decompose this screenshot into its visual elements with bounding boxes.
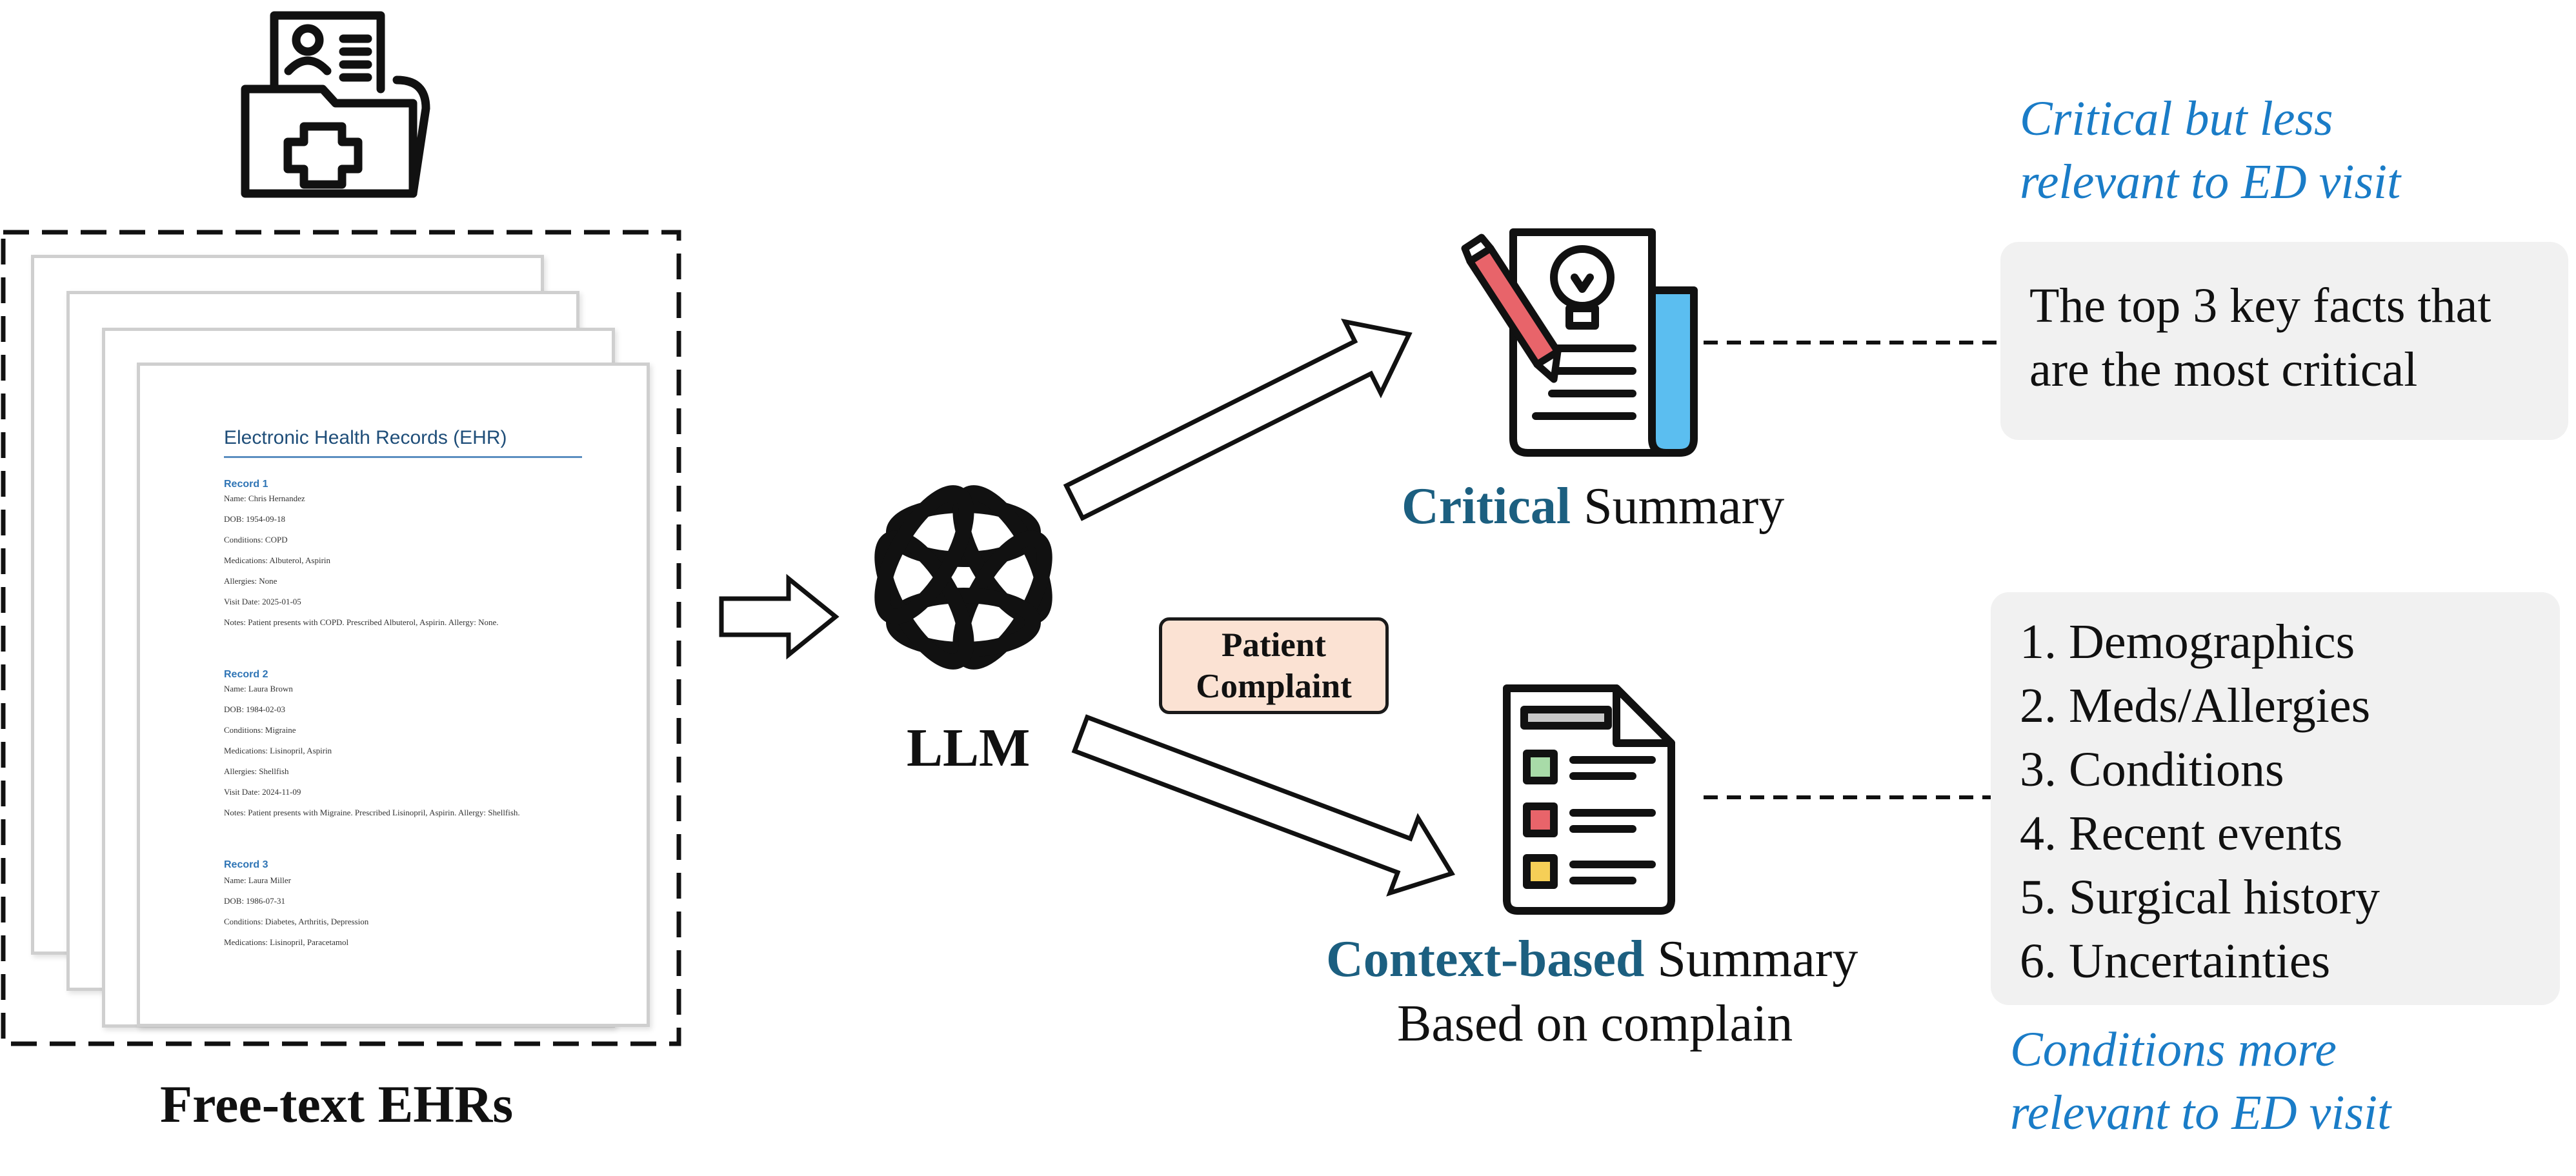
context-item: 2. Meds/Allergies bbox=[2020, 679, 2371, 733]
record-line: DOB: 1954-09-18 bbox=[224, 514, 285, 524]
llm-label: LLM bbox=[907, 718, 1031, 778]
record-line: Name: Laura Miller bbox=[224, 875, 291, 885]
critical-summary-rest: Summary bbox=[1571, 478, 1785, 535]
record-line: Medications: Albuterol, Aspirin bbox=[224, 555, 331, 565]
context-summary-caption: Context-based Summary bbox=[1326, 927, 1858, 992]
record-line: Allergies: Shellfish bbox=[224, 766, 289, 776]
record-line: Conditions: COPD bbox=[224, 535, 288, 544]
record-heading: Record 1 bbox=[224, 479, 268, 490]
ehr-dashed-frame bbox=[1, 230, 681, 1046]
record-line: Medications: Lisinopril, Aspirin bbox=[224, 746, 332, 755]
input-arrow bbox=[719, 573, 840, 660]
patient-complaint-label: Patient Complaint bbox=[1196, 626, 1352, 705]
context-summary-accent: Context-based bbox=[1326, 931, 1645, 988]
record-line: Notes: Patient presents with COPD. Presc… bbox=[224, 617, 499, 627]
context-note: Conditions more relevant to ED visit bbox=[2010, 1018, 2391, 1144]
checklist-document-icon bbox=[1503, 684, 1675, 915]
ehr-page-front: Electronic Health Records (EHR) Record 1… bbox=[137, 363, 650, 1027]
context-item: 6. Uncertainties bbox=[2020, 934, 2331, 988]
record-heading: Record 2 bbox=[224, 669, 268, 680]
context-note-line1: Conditions more bbox=[2010, 1022, 2337, 1077]
critical-note-line2: relevant to ED visit bbox=[2020, 155, 2401, 209]
patient-complaint-box: Patient Complaint bbox=[1159, 617, 1389, 714]
idea-document-icon bbox=[1509, 228, 1698, 457]
context-items-box: 1. Demographics 2. Meds/Allergies 3. Con… bbox=[1991, 592, 2560, 1005]
critical-key-facts-box: The top 3 key facts that are the most cr… bbox=[2000, 242, 2568, 440]
ehr-caption: Free-text EHRs bbox=[160, 1075, 514, 1133]
context-item: 4. Recent events bbox=[2020, 806, 2343, 861]
record-line: Allergies: None bbox=[224, 576, 277, 586]
record-heading: Record 3 bbox=[224, 859, 268, 870]
record-line: Conditions: Migraine bbox=[224, 725, 296, 735]
record-line: Notes: Patient presents with Migraine. P… bbox=[224, 808, 520, 817]
context-note-line2: relevant to ED visit bbox=[2010, 1086, 2391, 1140]
record-line: Conditions: Diabetes, Arthritis, Depress… bbox=[224, 917, 369, 926]
arrow-to-context bbox=[1071, 714, 1456, 897]
record-line: DOB: 1984-02-03 bbox=[224, 704, 285, 714]
context-summary-subcaption: Based on complain bbox=[1397, 995, 1793, 1052]
record-line: Visit Date: 2025-01-05 bbox=[224, 597, 301, 606]
openai-logo-icon bbox=[874, 485, 1052, 670]
record-line: DOB: 1986-07-31 bbox=[224, 896, 285, 906]
pencil-icon bbox=[1461, 234, 1562, 383]
context-summary-rest: Summary bbox=[1644, 931, 1858, 988]
critical-key-line1: The top 3 key facts that bbox=[2029, 279, 2491, 333]
ehr-title-rule bbox=[224, 456, 582, 458]
critical-note: Critical but less relevant to ED visit bbox=[2020, 87, 2400, 214]
record-line: Visit Date: 2024-11-09 bbox=[224, 787, 301, 797]
arrow-to-critical bbox=[1063, 318, 1413, 521]
critical-summary-accent: Critical bbox=[1402, 478, 1571, 535]
ehr-document-title: Electronic Health Records (EHR) bbox=[224, 427, 507, 448]
medical-folder-icon bbox=[241, 11, 430, 198]
context-item: 5. Surgical history bbox=[2020, 870, 2380, 924]
critical-summary-caption: Critical Summary bbox=[1402, 474, 1784, 539]
critical-note-line1: Critical but less bbox=[2020, 92, 2333, 146]
context-item: 1. Demographics bbox=[2020, 615, 2355, 669]
context-item: 3. Conditions bbox=[2020, 742, 2284, 797]
record-line: Name: Laura Brown bbox=[224, 684, 293, 693]
record-line: Medications: Lisinopril, Paracetamol bbox=[224, 937, 349, 947]
record-line: Name: Chris Hernandez bbox=[224, 493, 305, 503]
critical-key-line2: are the most critical bbox=[2029, 343, 2418, 397]
